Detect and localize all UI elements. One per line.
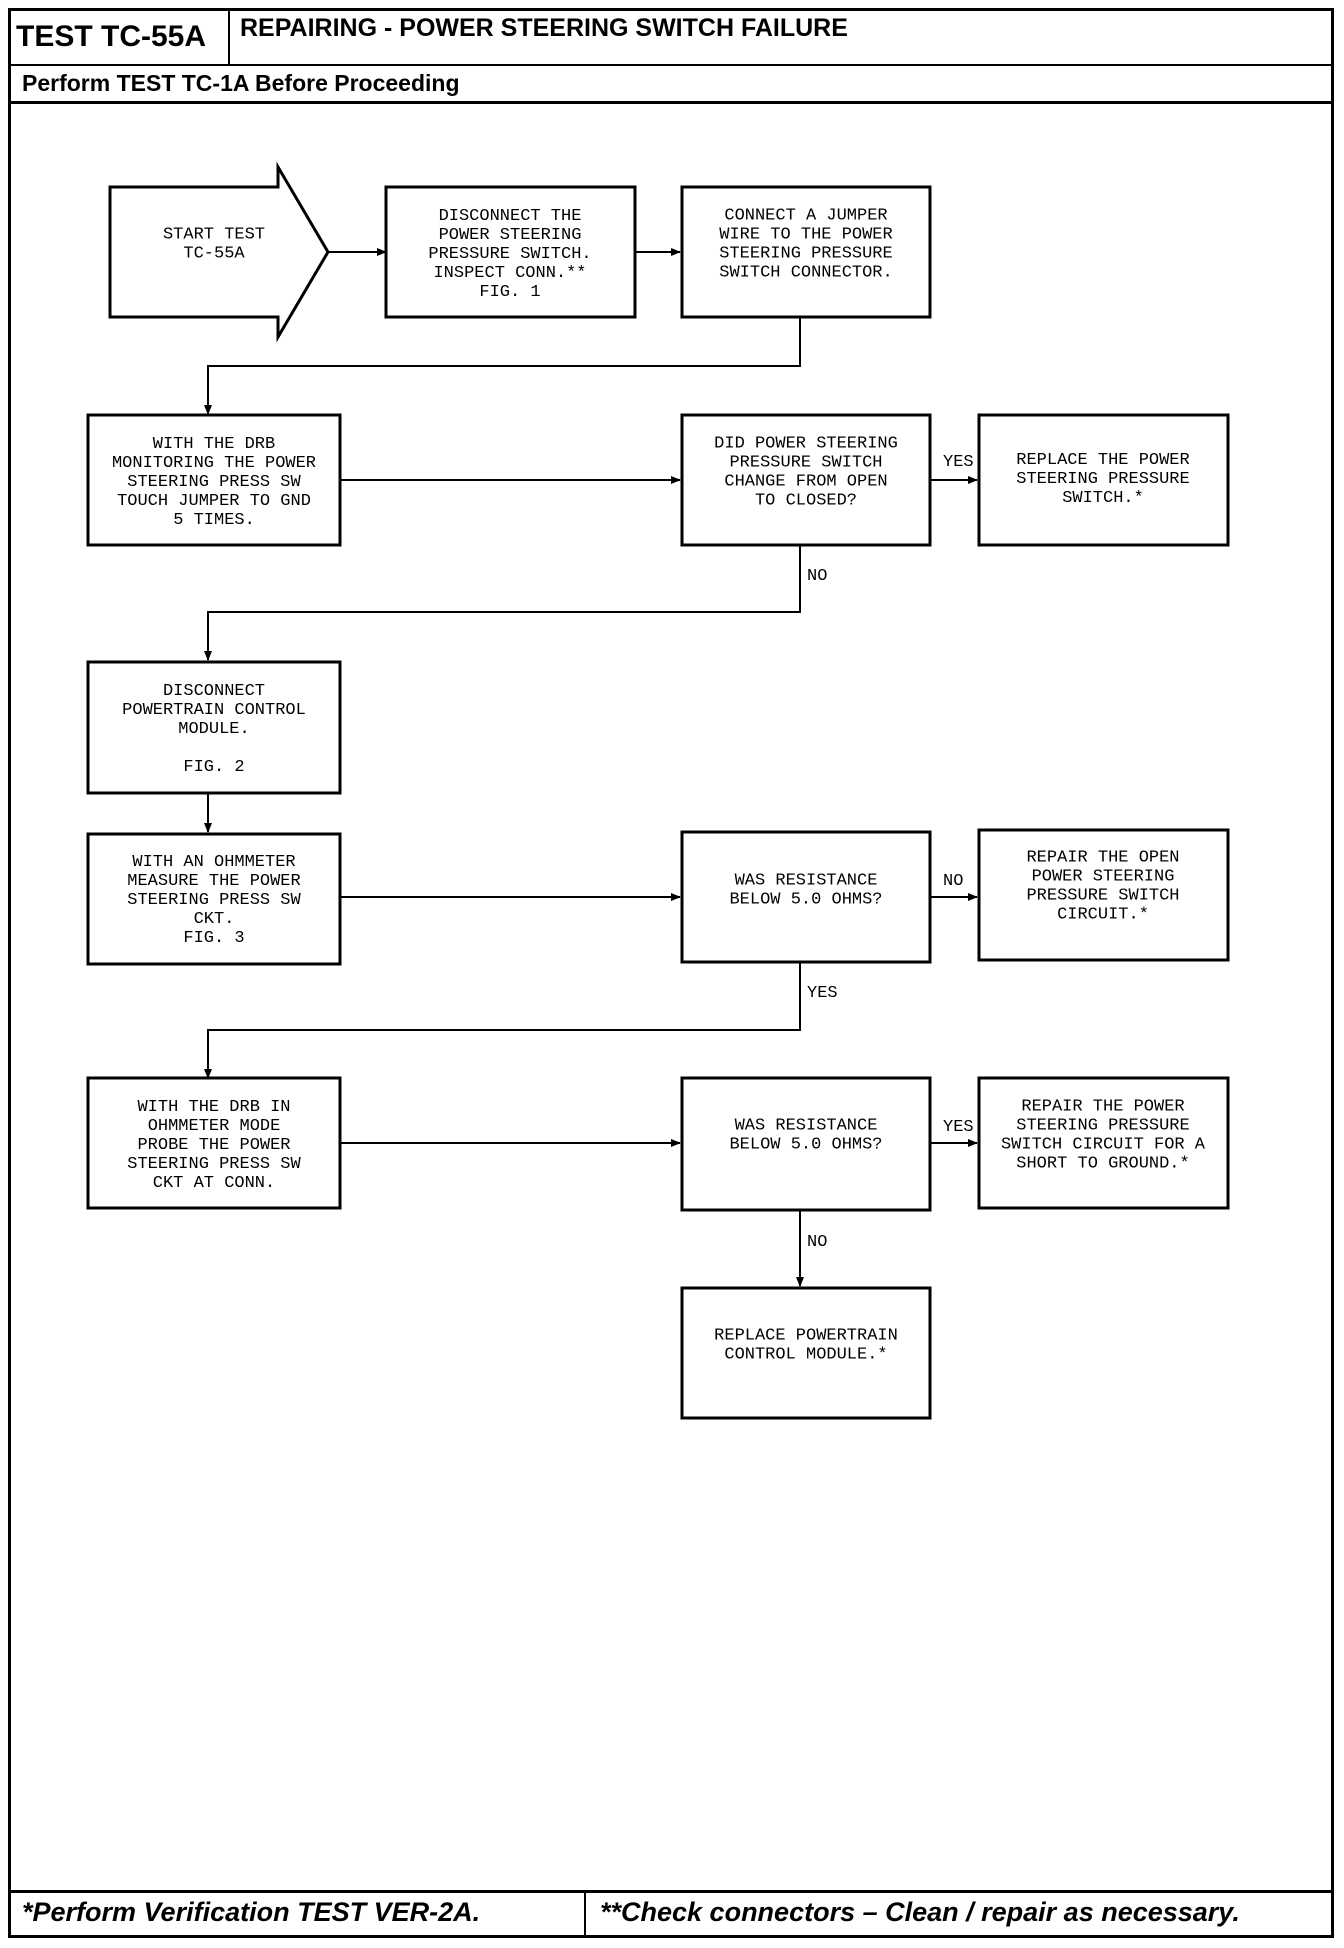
n2-line: SWITCH CONNECTOR. <box>719 264 892 283</box>
n1-line: PRESSURE SWITCH. <box>428 245 591 264</box>
d3-line: WAS RESISTANCE <box>735 1117 878 1136</box>
r2-line: PRESSURE SWITCH <box>1026 887 1179 906</box>
n4-line: FIG. 2 <box>183 758 244 777</box>
n1-line: DISCONNECT THE <box>439 207 582 226</box>
d1-line: TO CLOSED? <box>755 492 857 511</box>
r4-line: CONTROL MODULE.* <box>724 1346 887 1365</box>
footer-note-connectors: **Check connectors – Clean / repair as n… <box>600 1897 1240 1927</box>
r1-line: REPLACE THE POWER <box>1016 451 1189 470</box>
decision-resistance-1 <box>680 830 932 964</box>
n2-line: WIRE TO THE POWER <box>719 226 892 245</box>
n3-line: STEERING PRESS SW <box>127 473 301 492</box>
label-d2-yes: YES <box>807 984 838 1003</box>
n6-line: OHMMETER MODE <box>148 1117 281 1136</box>
edge-n2-n3 <box>204 317 801 415</box>
r2-line: CIRCUIT.* <box>1057 906 1149 925</box>
d1-line: DID POWER STEERING <box>714 435 898 454</box>
connectors <box>204 248 978 1287</box>
n4-line: DISCONNECT <box>163 682 265 701</box>
n3-line: MONITORING THE POWER <box>112 454 316 473</box>
test-id: TEST TC-55A <box>8 8 230 66</box>
step-drb-ohmmeter-probe <box>86 1076 342 1210</box>
n1-line: INSPECT CONN.** <box>433 264 586 283</box>
n4-line: MODULE. <box>178 720 249 739</box>
label-d3-no: NO <box>807 1233 827 1252</box>
n3-line: WITH THE DRB <box>153 435 275 454</box>
n6-line: STEERING PRESS SW <box>127 1155 301 1174</box>
n5-line: MEASURE THE POWER <box>127 872 300 891</box>
d3-line: BELOW 5.0 OHMS? <box>729 1136 882 1155</box>
r3-line: SWITCH CIRCUIT FOR A <box>1001 1136 1206 1155</box>
step-disconnect-switch <box>384 185 637 319</box>
r2-line: POWER STEERING <box>1032 868 1175 887</box>
n5-line: WITH AN OHMMETER <box>132 853 295 872</box>
d1-line: PRESSURE SWITCH <box>729 454 882 473</box>
r2-line: REPAIR THE OPEN <box>1026 849 1179 868</box>
step-disconnect-pcm <box>86 660 342 795</box>
n2-line: STEERING PRESSURE <box>719 245 892 264</box>
d2-line: WAS RESISTANCE <box>735 872 878 891</box>
label-d1-no: NO <box>807 567 827 586</box>
n5-line: FIG. 3 <box>183 929 244 948</box>
start-line: TC-55A <box>183 245 245 264</box>
n1-line: POWER STEERING <box>439 226 582 245</box>
n3-line: TOUCH JUMPER TO GND <box>117 492 311 511</box>
n3-line: 5 TIMES. <box>173 511 255 530</box>
decision-resistance-2 <box>680 1076 932 1212</box>
start-arrow <box>108 161 330 343</box>
edge-d2-n6-yes <box>204 962 801 1079</box>
n1-line: FIG. 1 <box>479 283 540 302</box>
result-repair-open-circuit <box>977 828 1230 962</box>
prerequisite-note: Perform TEST TC-1A Before Proceeding <box>8 66 1334 104</box>
page-title: REPAIRING - POWER STEERING SWITCH FAILUR… <box>240 14 848 42</box>
r3-line: SHORT TO GROUND.* <box>1016 1155 1189 1174</box>
decision-switch-change <box>680 413 932 547</box>
n6-line: PROBE THE POWER <box>137 1136 290 1155</box>
d1-line: CHANGE FROM OPEN <box>724 473 887 492</box>
result-replace-pcm <box>680 1286 932 1420</box>
step-ohmmeter-measure <box>86 832 342 966</box>
page-frame <box>8 8 1334 1938</box>
footer-row <box>8 1890 1334 1938</box>
header-row <box>8 8 1334 66</box>
label-d1-yes: YES <box>943 453 974 472</box>
label-d3-yes: YES <box>943 1118 974 1137</box>
label-d2-no: NO <box>943 872 963 891</box>
n5-line: STEERING PRESS SW <box>127 891 301 910</box>
n6-line: CKT AT CONN. <box>153 1174 275 1193</box>
start-line: START TEST <box>163 226 265 245</box>
n4-line: POWERTRAIN CONTROL <box>122 701 306 720</box>
footer-divider <box>584 1890 586 1938</box>
n6-line: WITH THE DRB IN <box>137 1098 290 1117</box>
r3-line: STEERING PRESSURE <box>1016 1117 1189 1136</box>
r4-line: REPLACE POWERTRAIN <box>714 1327 898 1346</box>
n5-line: CKT. <box>194 910 235 929</box>
result-replace-switch <box>977 413 1230 547</box>
step-connect-jumper <box>680 185 932 319</box>
r1-line: STEERING PRESSURE <box>1016 470 1189 489</box>
r1-line: SWITCH.* <box>1062 489 1144 508</box>
step-touch-jumper <box>86 413 342 547</box>
d2-line: BELOW 5.0 OHMS? <box>729 891 882 910</box>
r3-line: REPAIR THE POWER <box>1021 1098 1184 1117</box>
result-repair-short <box>977 1076 1230 1210</box>
footer-note-verification: *Perform Verification TEST VER-2A. <box>22 1897 481 1927</box>
edge-d1-n4-no <box>204 545 801 661</box>
n2-line: CONNECT A JUMPER <box>724 207 887 226</box>
